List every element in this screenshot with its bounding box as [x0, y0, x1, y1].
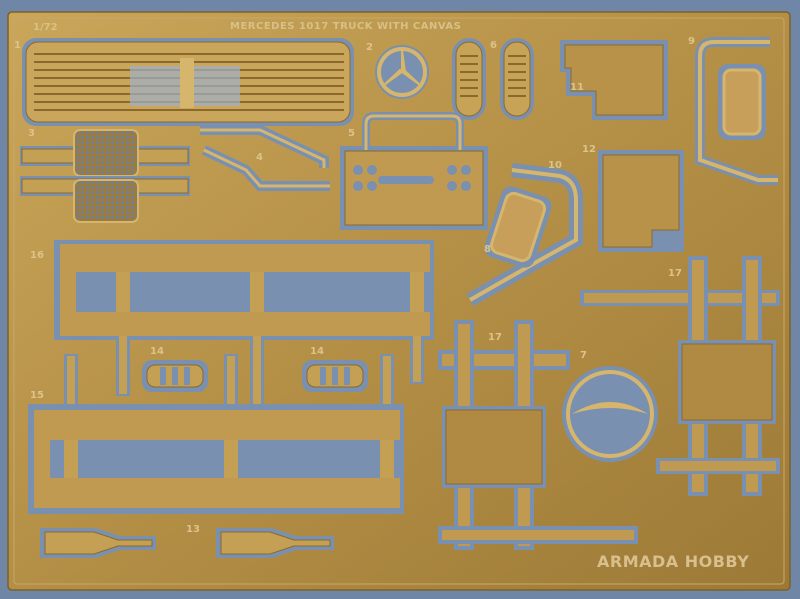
part-number-17b: 17 — [668, 268, 682, 279]
part-number-5: 5 — [348, 128, 355, 139]
part-15-frame — [28, 354, 404, 514]
part-number-17a: 17 — [488, 332, 502, 343]
part-number-7: 7 — [580, 350, 587, 361]
part-13-springs — [40, 528, 334, 558]
part-9-mirror — [695, 37, 778, 185]
part-number-13: 13 — [186, 524, 200, 535]
part-2-star-emblem — [375, 45, 429, 99]
part-14-brackets — [142, 360, 368, 392]
part-5-bumper — [340, 112, 488, 230]
part-11-panel — [560, 40, 668, 120]
part-7-steering-wheel — [562, 366, 658, 462]
part-number-3: 3 — [28, 128, 35, 139]
brand-logo-text: ARMADA HOBBY — [597, 552, 750, 571]
part-1-grille — [22, 38, 354, 126]
scale-label: 1/72 — [33, 22, 58, 33]
part-17-frame-right — [580, 256, 780, 496]
part-number-15: 15 — [30, 390, 44, 401]
sheet-title: MERCEDES 1017 TRUCK WITH CANVAS — [230, 21, 462, 32]
part-number-1: 1 — [14, 40, 21, 51]
part-number-4: 4 — [256, 152, 263, 163]
part-number-6: 6 — [490, 40, 497, 51]
part-number-12: 12 — [582, 144, 596, 155]
part-number-14a: 14 — [150, 346, 164, 357]
part-number-11: 11 — [570, 82, 584, 93]
part-number-8: 8 — [484, 244, 491, 255]
part-6-vents — [452, 38, 534, 120]
part-3-headlights — [20, 129, 190, 223]
part-number-10: 10 — [548, 160, 562, 171]
part-10-mirror-arm — [466, 163, 583, 307]
part-number-16: 16 — [30, 250, 44, 261]
part-16-frame — [54, 240, 434, 406]
part-12-panel — [598, 150, 684, 252]
part-number-9: 9 — [688, 36, 695, 47]
part-number-2: 2 — [366, 42, 373, 53]
part-17-frame-left — [438, 320, 638, 550]
part-4-wipers — [200, 125, 330, 191]
part-number-14b: 14 — [310, 346, 324, 357]
